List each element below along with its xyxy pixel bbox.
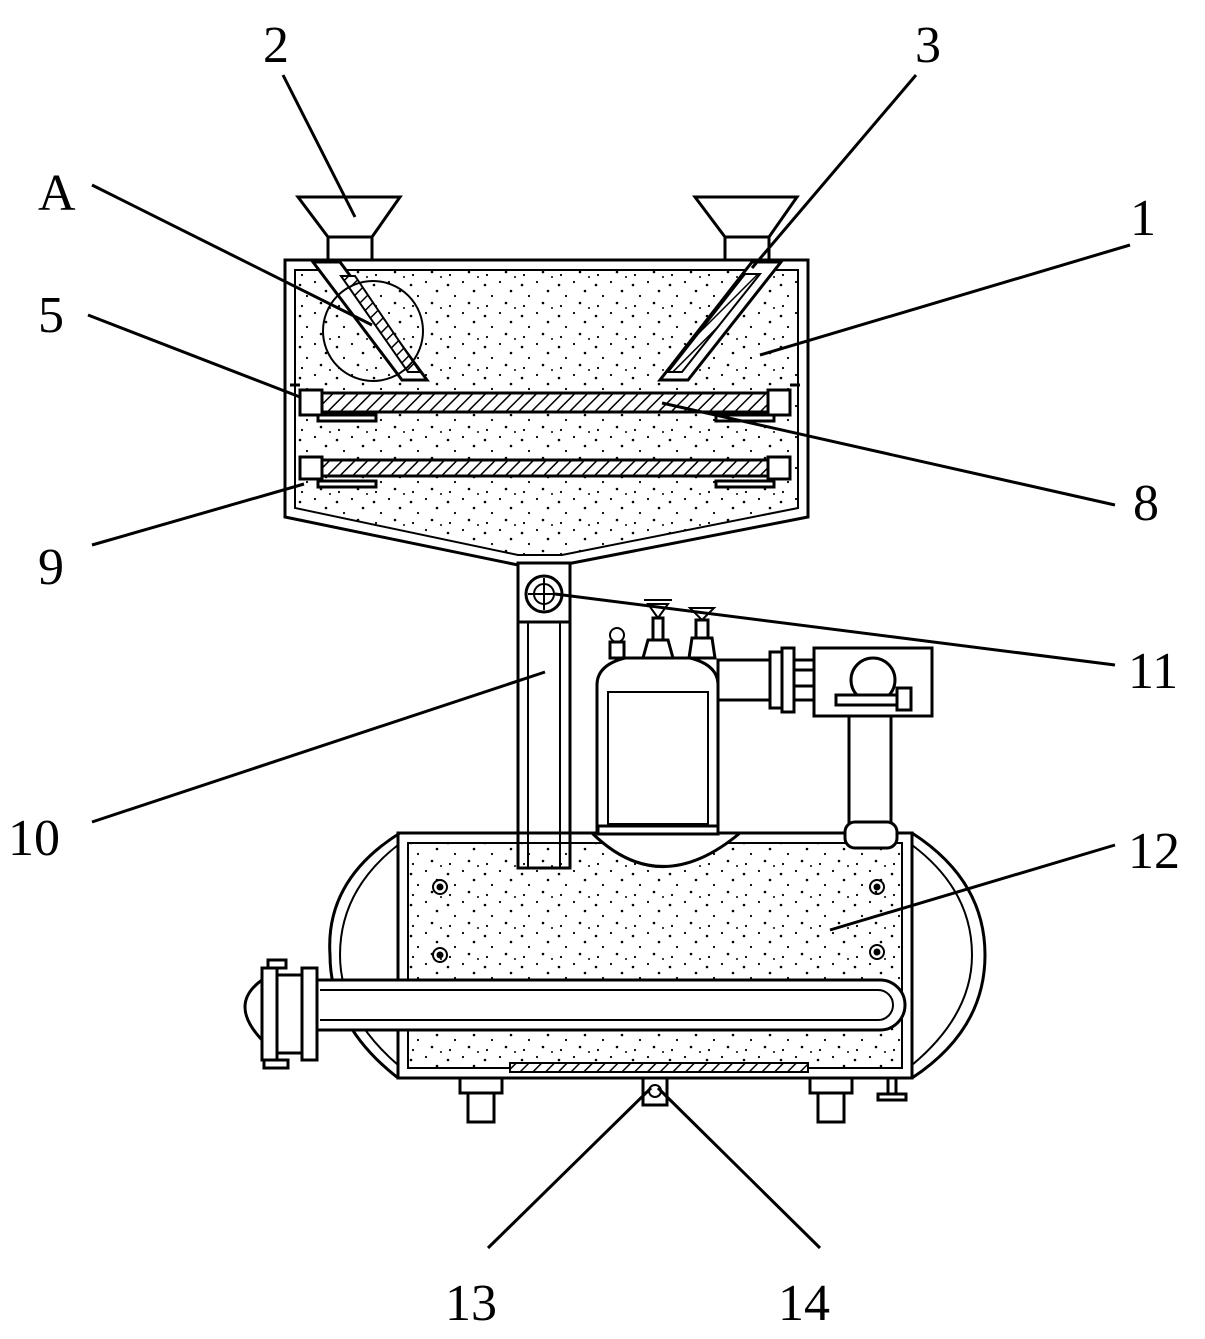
discharge-valve <box>524 574 564 614</box>
blower-pipe <box>716 646 816 714</box>
callout-5: 5 <box>38 287 64 344</box>
callout-12: 12 <box>1128 823 1180 880</box>
leader-lines <box>87 74 1131 1250</box>
air-blower <box>812 646 934 718</box>
support-feet <box>458 1076 908 1124</box>
callout-2: 2 <box>263 17 289 74</box>
blower-down-pipe <box>843 714 899 850</box>
callout-10: 10 <box>8 810 60 867</box>
callout-3: 3 <box>915 17 941 74</box>
filter-canister <box>595 599 720 836</box>
heating-coil <box>303 978 907 1032</box>
callout-1: 1 <box>1130 190 1156 247</box>
lower-filter-screen <box>298 455 792 489</box>
tank-bolts <box>432 879 885 963</box>
bottom-heating-strip <box>509 1062 809 1073</box>
callout-13: 13 <box>445 1275 497 1332</box>
callout-8: 8 <box>1133 475 1159 532</box>
right-feed-funnel <box>692 195 800 262</box>
left-feed-funnel <box>295 195 403 262</box>
callout-11: 11 <box>1128 643 1178 700</box>
callout-labels: A 1 2 3 5 8 9 10 11 12 13 14 <box>8 17 1180 1332</box>
inlet-flange <box>243 958 319 1070</box>
callout-a: A <box>38 165 76 222</box>
discharge-pipe <box>516 561 572 870</box>
lower-tank <box>328 831 987 1080</box>
right-inclined-chute <box>656 260 785 382</box>
detail-circle-a <box>322 280 424 382</box>
callout-14: 14 <box>778 1275 830 1332</box>
callout-9: 9 <box>38 539 64 596</box>
upper-filter-screen <box>290 383 800 423</box>
